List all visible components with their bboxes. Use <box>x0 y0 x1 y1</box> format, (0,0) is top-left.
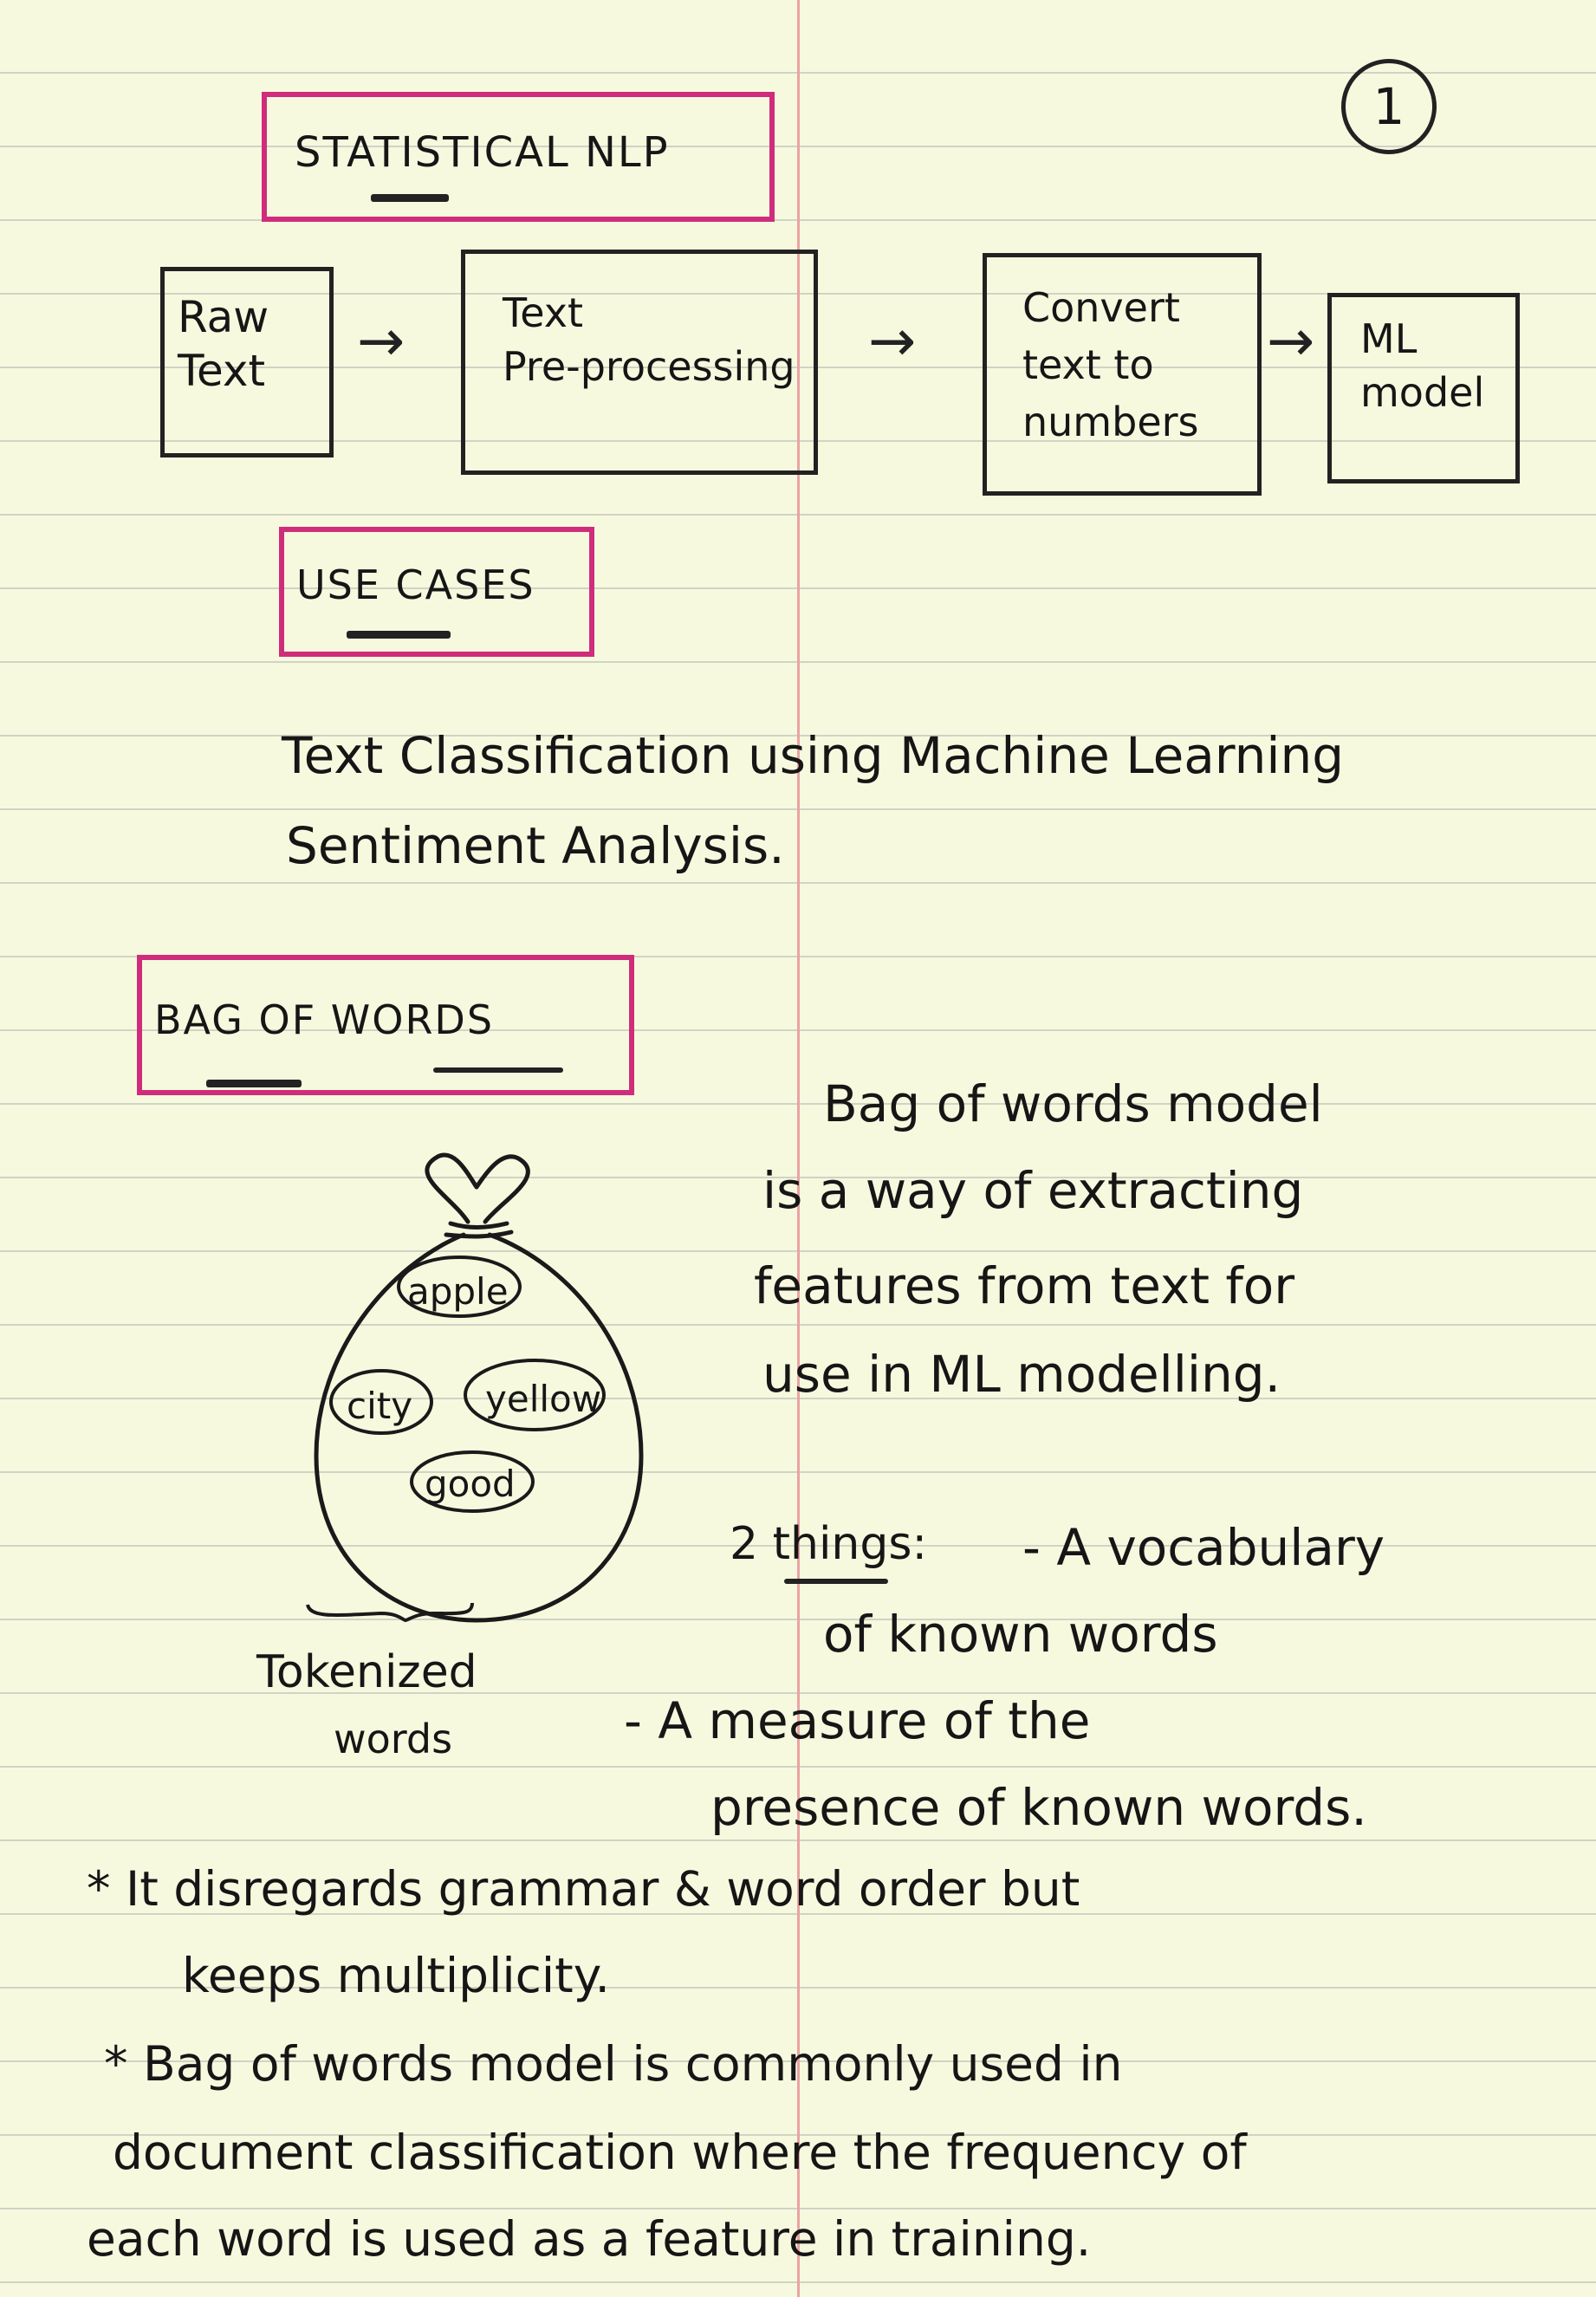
convert-label: Convert text to numbers <box>1022 284 1199 445</box>
use-cases-underline <box>347 631 451 639</box>
bag-caption: words <box>334 1716 453 1762</box>
things-underline <box>784 1579 888 1584</box>
note-line: * It disregards grammar & word order but <box>87 1861 1080 1917</box>
bag-tie <box>444 1221 514 1239</box>
raw-text-label: Raw Text <box>178 292 269 396</box>
bow-heading-underline <box>206 1080 302 1087</box>
note-line: each word is used as a feature in traini… <box>87 2211 1092 2267</box>
use-case-sentiment: Sentiment Analysis. <box>286 816 785 875</box>
note-line: * Bag of words model is commonly used in <box>104 2036 1123 2092</box>
use-case-text-classification: Text Classification using Machine Learni… <box>282 726 1345 785</box>
caption-brace <box>306 1602 474 1623</box>
thing-vocabulary: - A vocabulary <box>1022 1518 1385 1577</box>
bag-body <box>314 1232 644 1623</box>
word-oval <box>410 1450 535 1513</box>
bow-heading-box <box>137 955 634 1095</box>
thing-measure: - A measure of the <box>624 1691 1091 1750</box>
title-box <box>262 92 775 222</box>
bow-heading: BAG OF WORDS <box>154 996 495 1043</box>
arrow-icon: → <box>357 308 405 374</box>
bag-caption: Tokenized <box>256 1646 477 1698</box>
bag-knot <box>425 1152 530 1224</box>
preprocessing-box <box>461 250 818 475</box>
note-line: document classification where the freque… <box>113 2125 1247 2180</box>
page-title: STATISTICAL NLP <box>295 128 670 177</box>
page-number: 1 <box>1341 59 1437 154</box>
ml-model-label: ML model <box>1360 315 1485 416</box>
bow-words-underline <box>433 1067 563 1073</box>
bow-desc-line: Bag of words model <box>823 1074 1323 1133</box>
notebook-margin-line <box>797 0 800 2297</box>
preprocessing-label: Text Pre-processing <box>503 289 795 390</box>
ml-model-box <box>1327 293 1520 483</box>
thing-vocabulary-cont: of known words <box>823 1605 1218 1664</box>
thing-measure-cont: presence of known words. <box>710 1778 1367 1837</box>
arrow-icon: → <box>868 308 917 374</box>
word-oval <box>329 1369 433 1435</box>
word-oval <box>397 1256 522 1318</box>
convert-box <box>983 253 1262 496</box>
raw-text-box <box>160 267 334 457</box>
word-oval <box>464 1359 606 1431</box>
arrow-icon: → <box>1267 308 1315 374</box>
bag-word: apple <box>407 1270 509 1313</box>
note-line: keeps multiplicity. <box>182 1948 610 2003</box>
bow-desc-line: features from text for <box>754 1256 1295 1315</box>
things-label: 2 things: <box>730 1518 927 1570</box>
bow-desc-line: is a way of extracting <box>762 1161 1304 1220</box>
bow-desc-line: use in ML modelling. <box>762 1345 1281 1404</box>
bag-word: yellow <box>485 1378 602 1420</box>
use-cases-box <box>279 527 594 657</box>
bag-word: city <box>347 1385 413 1427</box>
bag-illustration <box>314 1152 644 1623</box>
title-underline <box>371 194 449 202</box>
use-cases-heading: USE CASES <box>296 561 535 608</box>
bag-word: good <box>425 1463 516 1505</box>
